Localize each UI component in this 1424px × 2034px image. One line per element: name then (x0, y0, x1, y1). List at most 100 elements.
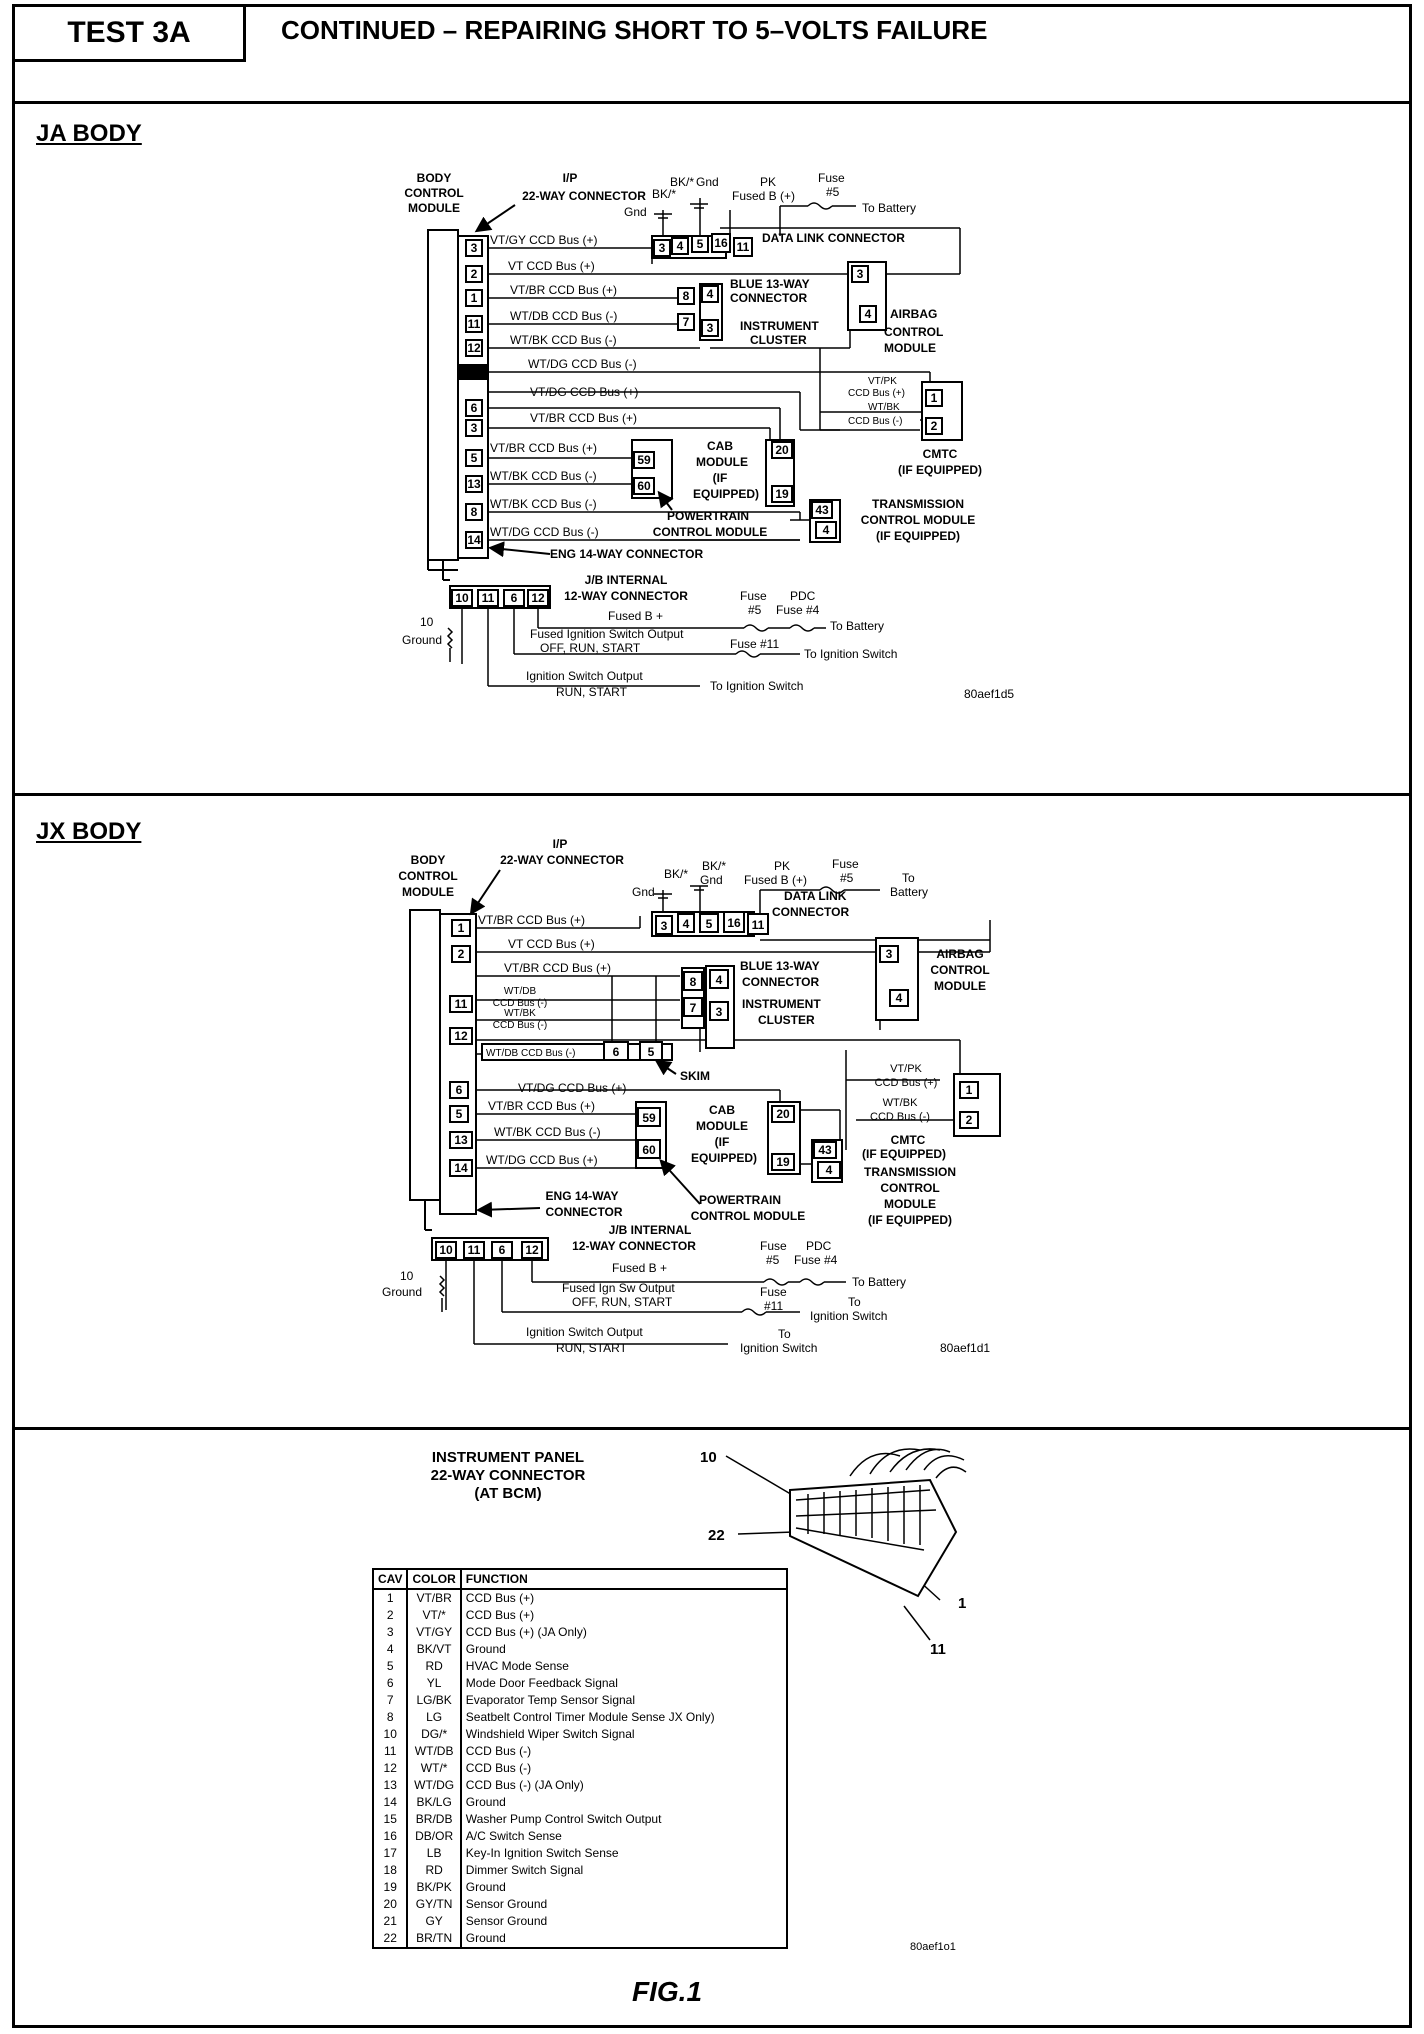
ja-bcm-2: CONTROL (404, 186, 463, 200)
ja-blue-pin: 7 (683, 315, 690, 329)
jx-body-label: JX BODY (36, 818, 142, 845)
jx-fuse11-2: #11 (764, 1299, 783, 1313)
ja-jb-pin: 12 (531, 591, 545, 605)
ja-cmtc-w1b: CCD Bus (+) (848, 388, 905, 399)
ja-airbag-pin: 3 (857, 267, 864, 281)
jx-dlc-pin: 4 (683, 917, 690, 931)
cell-function: Sensor Ground (459, 1896, 788, 1913)
jx-pcm-2: CONTROL MODULE (691, 1209, 805, 1223)
jx-dlc-pin: 16 (727, 916, 741, 930)
jx-cmtc-w1a: VT/PK (890, 1063, 922, 1075)
ja-cab-2: MODULE (696, 455, 748, 469)
ja-pin: 5 (471, 451, 478, 465)
ja-cab-1: CAB (707, 439, 733, 453)
divider (15, 1427, 1409, 1430)
jx-ign-sw-2: RUN, START (556, 1341, 628, 1355)
ja-jb-2: 12-WAY CONNECTOR (564, 589, 688, 603)
jx-cmtc-w1b: CCD Bus (+) (875, 1077, 938, 1089)
jx-pin: 6 (456, 1083, 463, 1097)
jx-eng-2: CONNECTOR (545, 1205, 622, 1219)
ja-cmtc-pin: 2 (931, 419, 938, 433)
ja-cmtc-w2b: CCD Bus (-) (848, 416, 902, 427)
jx-cab-3: (IF (715, 1135, 730, 1149)
cell-function: Mode Door Feedback Signal (459, 1675, 788, 1692)
ja-gnd1: Gnd (624, 205, 647, 219)
jx-fused-b: Fused B + (612, 1261, 667, 1275)
cell-color: VT/* (406, 1607, 462, 1624)
jx-pin: 2 (458, 947, 465, 961)
header-color: COLOR (406, 1568, 462, 1590)
jx-dlc-pin: 3 (661, 919, 668, 933)
ja-airbag-2: CONTROL (884, 325, 943, 339)
ja-fuse-num: #5 (826, 185, 840, 199)
ja-wire-label: WT/BK CCD Bus (-) (490, 469, 597, 483)
jx-pin: 13 (454, 1133, 468, 1147)
ja-pdc-1: PDC (790, 589, 816, 603)
jx-jb-pin: 12 (525, 1243, 539, 1257)
ja-dlc-pin: 11 (737, 240, 750, 254)
jx-cmtc-w2b: CCD Bus (-) (870, 1111, 930, 1123)
ja-cmtc-pin: 1 (931, 391, 938, 405)
ja-pin: 11 (468, 317, 481, 331)
cell-function: Dimmer Switch Signal (459, 1862, 788, 1879)
cell-cav: 20 (371, 1896, 409, 1913)
cell-function: Ground (459, 1930, 788, 1948)
cell-function: Evaporator Temp Sensor Signal (459, 1692, 788, 1709)
jx-bcm-1: BODY (411, 853, 446, 867)
ja-cab-3: (IF (713, 471, 728, 485)
ja-pin: 12 (467, 341, 481, 355)
cell-function: Windshield Wiper Switch Signal (459, 1726, 788, 1743)
ja-bcm-3: MODULE (408, 201, 460, 215)
connector-title-2: 22-WAY CONNECTOR (431, 1467, 586, 1484)
callout-10: 10 (700, 1449, 717, 1466)
jx-bcm-2: CONTROL (398, 869, 457, 883)
jx-to-ign2-2: Ignition Switch (740, 1341, 817, 1355)
cell-cav: 19 (371, 1879, 409, 1896)
ja-dlc-pin: 16 (714, 236, 728, 250)
ja-bcm-1: BODY (417, 171, 452, 185)
jx-wire-label: VT CCD Bus (+) (508, 937, 595, 951)
jx-cab-pin: 20 (776, 1107, 790, 1121)
cell-color: VT/BR (406, 1589, 462, 1607)
cell-cav: 18 (371, 1862, 409, 1879)
cell-cav: 7 (371, 1692, 409, 1709)
ja-ip-1: I/P (563, 171, 578, 185)
jx-wire-label: VT/BR CCD Bus (+) (478, 913, 585, 927)
test-id: TEST 3A (15, 7, 246, 62)
cell-function: CCD Bus (+) (JA Only) (459, 1624, 788, 1641)
jx-tcm-1: TRANSMISSION (864, 1165, 956, 1179)
jx-pdc-1: PDC (806, 1239, 832, 1253)
ja-blue-pin: 4 (707, 287, 714, 301)
ja-fuse: Fuse (818, 171, 845, 185)
ja-dlc-pin: 4 (677, 239, 684, 253)
jx-ign-sw-1: Ignition Switch Output (526, 1325, 643, 1339)
cell-color: BR/TN (406, 1930, 462, 1948)
jx-to-battery2: To Battery (852, 1275, 906, 1289)
cell-color: BR/DB (406, 1811, 462, 1828)
jx-wire-label: WT/BK CCD Bus (-) (494, 1125, 601, 1139)
jx-wire-label: VT/BR CCD Bus (+) (488, 1099, 595, 1113)
jx-airbag-pin: 3 (886, 947, 893, 961)
jx-skim: SKIM (680, 1069, 710, 1083)
jx-eng-1: ENG 14-WAY (546, 1189, 619, 1203)
cell-cav: 12 (371, 1760, 409, 1777)
ja-wire-label: VT/GY CCD Bus (+) (490, 233, 597, 247)
ja-jb-pin: 10 (455, 591, 469, 605)
cell-cav: 10 (371, 1726, 409, 1743)
ja-bk1: BK/* (670, 175, 694, 189)
cell-cav: 4 (371, 1641, 409, 1658)
ja-fused-b: Fused B + (608, 609, 663, 623)
jx-fuse-2: #5 (840, 871, 854, 885)
jx-cab-2: MODULE (696, 1119, 748, 1133)
connector-title-1: INSTRUMENT PANEL (432, 1449, 584, 1466)
jx-cluster-2: CLUSTER (758, 1013, 815, 1027)
jx-dlc-1: DATA LINK (784, 889, 847, 903)
header-cav: CAV (371, 1568, 409, 1590)
ja-tcm-pin: 43 (815, 503, 829, 517)
ja-airbag-pin: 4 (865, 307, 872, 321)
